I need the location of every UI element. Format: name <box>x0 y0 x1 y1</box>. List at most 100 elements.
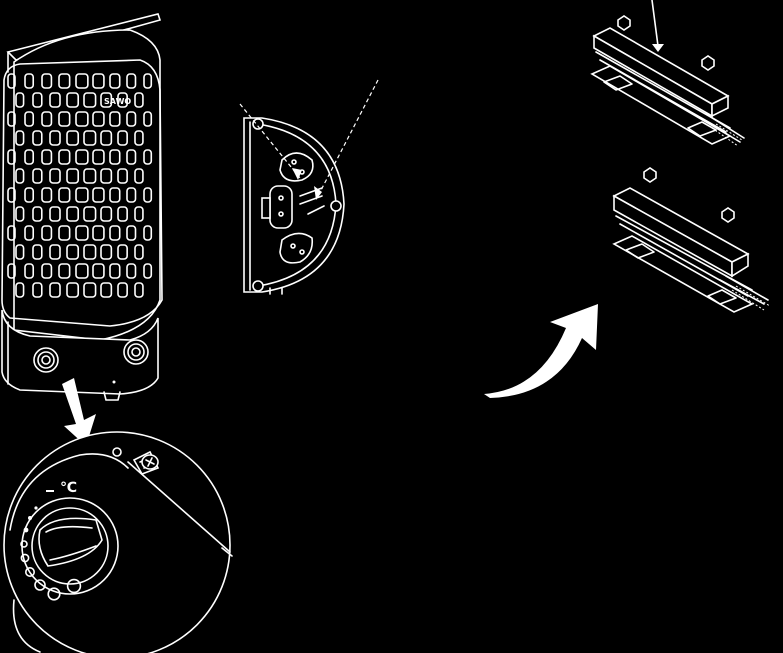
guard-cell <box>32 282 43 298</box>
guard-cell <box>83 168 97 184</box>
guard-cell <box>41 149 53 165</box>
guard-cell <box>24 149 35 165</box>
guard-cell <box>66 168 80 184</box>
guard-cell <box>109 263 121 279</box>
guard-cell <box>83 92 97 108</box>
guard-cell <box>100 244 113 260</box>
nut-icon <box>643 167 657 183</box>
guard-cell <box>109 111 121 127</box>
mounting-bracket-upper <box>590 0 745 147</box>
thermostat-knob <box>21 497 119 595</box>
guard-cell <box>15 92 25 108</box>
guard-cell <box>143 149 153 165</box>
guard-cell <box>66 206 80 222</box>
guard-cell <box>100 282 113 298</box>
guard-cell <box>117 92 128 108</box>
guard-cell <box>15 282 25 298</box>
guard-cell <box>32 168 43 184</box>
guard-cell <box>32 244 43 260</box>
guard-cell <box>100 206 113 222</box>
screw-icon <box>132 450 160 475</box>
guard-cell <box>143 225 153 241</box>
guard-cell <box>117 206 128 222</box>
guard-cell <box>58 225 71 241</box>
guard-cell <box>75 111 89 127</box>
brand-label: SAWO <box>104 97 131 106</box>
guard-cell <box>15 244 25 260</box>
guard-cell <box>58 187 71 203</box>
guard-cell <box>100 92 113 108</box>
guard-cell <box>134 244 144 260</box>
element-plate-mid <box>261 185 293 229</box>
guard-cell <box>58 73 71 89</box>
control-panel-zoom: ℃ <box>3 431 233 653</box>
sauna-heater: SAWO <box>1 13 163 401</box>
guard-cell <box>83 130 97 146</box>
guard-cell <box>49 92 61 108</box>
guard-cell <box>75 187 89 203</box>
guard-cell <box>24 187 35 203</box>
guard-cell <box>41 225 53 241</box>
guard-cell <box>49 206 61 222</box>
guard-cell <box>41 111 53 127</box>
guard-cell <box>32 92 43 108</box>
guard-cell <box>7 149 16 165</box>
guard-cell <box>41 187 53 203</box>
guard-cell <box>41 263 53 279</box>
guard-cell <box>24 225 35 241</box>
guard-cell <box>143 187 153 203</box>
guard-cell <box>15 130 25 146</box>
guard-cell <box>7 187 16 203</box>
base-knob-left <box>33 347 59 373</box>
element-plate-top <box>279 152 314 182</box>
stone-guard-grid <box>7 73 153 298</box>
guard-cell <box>32 206 43 222</box>
guard-cell <box>109 187 121 203</box>
guard-cell <box>126 111 137 127</box>
guard-cell <box>126 149 137 165</box>
guard-cell <box>92 73 105 89</box>
mounting-bracket-lower <box>612 167 771 313</box>
guard-cell <box>15 168 25 184</box>
guard-cell <box>143 73 153 89</box>
guard-cell <box>7 263 16 279</box>
guard-cell <box>134 282 144 298</box>
temperature-symbol: ℃ <box>60 480 77 496</box>
guard-cell <box>66 282 80 298</box>
guard-cell <box>32 130 43 146</box>
guard-cell <box>109 73 121 89</box>
heater-top-section <box>239 79 379 295</box>
guard-cell <box>126 73 137 89</box>
guard-cell <box>75 263 89 279</box>
guard-cell <box>100 130 113 146</box>
guard-cell <box>134 206 144 222</box>
guard-cell <box>58 111 71 127</box>
guard-cell <box>109 149 121 165</box>
guard-cell <box>49 168 61 184</box>
guard-cell <box>143 263 153 279</box>
guard-cell <box>49 244 61 260</box>
scale-dots <box>20 506 82 601</box>
guard-cell <box>7 73 16 89</box>
guard-cell <box>109 225 121 241</box>
guard-cell <box>66 92 80 108</box>
nut-icon <box>617 15 631 31</box>
guard-cell <box>92 111 105 127</box>
guard-cell <box>117 168 128 184</box>
guard-cell <box>126 225 137 241</box>
guard-cell <box>75 149 89 165</box>
guard-cell <box>117 282 128 298</box>
guard-cell <box>117 130 128 146</box>
guard-cell <box>75 225 89 241</box>
guard-cell <box>100 168 113 184</box>
guard-cell <box>66 244 80 260</box>
guard-cell <box>92 187 105 203</box>
guard-cell <box>117 244 128 260</box>
guard-cell <box>83 282 97 298</box>
guard-cell <box>143 111 153 127</box>
guard-cell <box>7 111 16 127</box>
guard-cell <box>134 130 144 146</box>
base-knob-right <box>123 339 149 365</box>
guard-cell <box>58 263 71 279</box>
